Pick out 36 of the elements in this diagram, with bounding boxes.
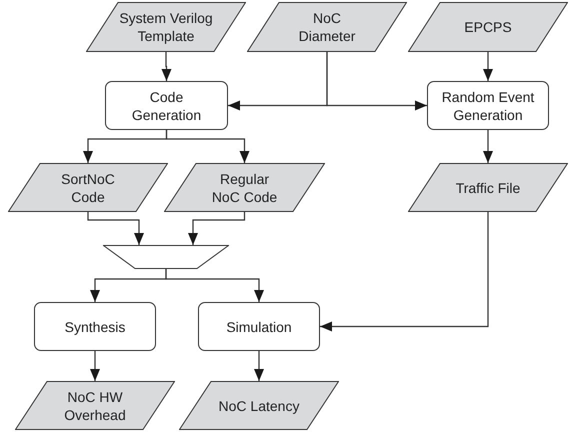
- arrow: [162, 52, 172, 81]
- node-text: Traffic File: [454, 178, 522, 196]
- node-text: NoC HW Overhead: [63, 388, 127, 424]
- arrow: [326, 52, 427, 110]
- data-parallelogram: [247, 2, 407, 52]
- node-text: System Verilog Template: [118, 9, 214, 45]
- process-box: [34, 302, 156, 351]
- arrow: [87, 212, 144, 245]
- node-text: Simulation: [225, 318, 293, 336]
- node-text: Synthesis: [64, 318, 126, 336]
- process-box: [198, 302, 320, 351]
- node-text: Regular NoC Code: [210, 170, 278, 206]
- node-text: Random Event Generation: [440, 88, 536, 124]
- data-parallelogram: [15, 381, 175, 430]
- arrow: [188, 212, 246, 245]
- data-parallelogram: [408, 163, 568, 212]
- arrow: [254, 351, 264, 381]
- arrow: [90, 351, 100, 381]
- arrow: [165, 269, 264, 302]
- node-text: NoC Latency: [218, 396, 300, 414]
- arrow: [320, 212, 489, 332]
- data-parallelogram: [179, 381, 339, 430]
- node-text: NoC Diameter: [298, 9, 356, 45]
- multiplexer-trapezoid: [103, 245, 229, 269]
- data-parallelogram: [408, 2, 568, 52]
- process-box: [427, 81, 549, 130]
- node-text: EPCPS: [463, 18, 513, 36]
- node-text: Code Generation: [130, 88, 202, 124]
- node-text: SortNoC Code: [60, 170, 116, 206]
- data-parallelogram: [86, 2, 246, 52]
- arrow: [166, 130, 250, 163]
- arrow: [483, 52, 493, 81]
- arrow: [483, 130, 493, 163]
- process-box: [105, 81, 228, 130]
- data-parallelogram: [164, 163, 325, 212]
- data-parallelogram: [8, 163, 168, 212]
